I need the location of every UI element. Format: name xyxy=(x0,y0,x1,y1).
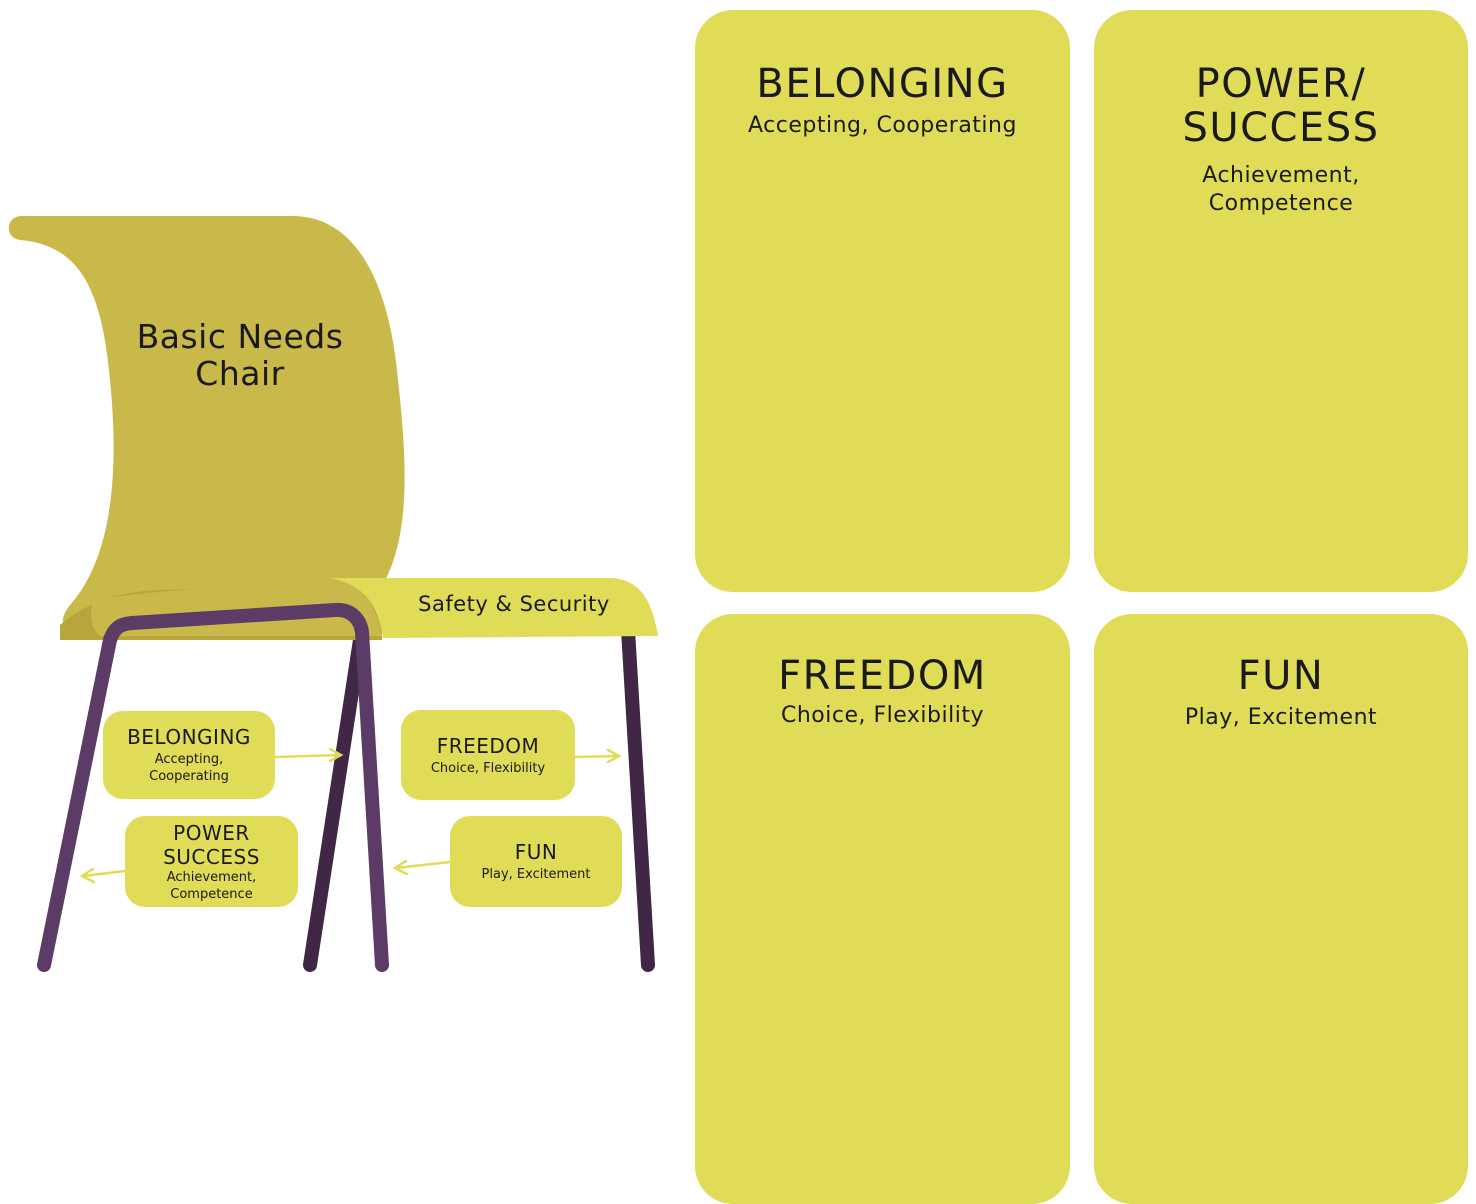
card-power: POWER/ SUCCESS Achievement, Competence xyxy=(1094,10,1468,592)
chair-leg-back-right xyxy=(621,623,655,972)
arrow-freedom xyxy=(573,748,622,764)
chair-title: Basic Needs Chair xyxy=(136,317,344,393)
chair-label-fun: FUN Play, Excitement xyxy=(450,816,622,907)
card-belonging-title: BELONGING xyxy=(756,61,1009,107)
card-fun-subtitle: Play, Excitement xyxy=(1184,705,1378,730)
arrow-belonging xyxy=(273,747,344,763)
card-belonging-subtitle: Accepting, Cooperating xyxy=(748,113,1017,138)
chair-label-belonging-subtitle: Accepting, Cooperating xyxy=(149,752,229,784)
basic-needs-chair-illustration xyxy=(8,216,658,972)
chair-label-fun-title: FUN xyxy=(514,840,558,864)
arrow-power xyxy=(79,867,127,884)
card-freedom-title: FREEDOM xyxy=(778,653,987,699)
chair-label-power-title: POWER SUCCESS xyxy=(163,820,260,869)
card-belonging: BELONGING Accepting, Cooperating xyxy=(695,10,1070,592)
chair-leg-back-left xyxy=(303,633,367,972)
chair-label-belonging: BELONGING Accepting, Cooperating xyxy=(103,711,275,799)
seat-label: Safety & Security xyxy=(418,592,610,616)
chair-seat xyxy=(330,578,658,638)
arrow-fun xyxy=(392,859,452,876)
chair-leg-front-frame xyxy=(37,602,389,972)
chair-label-freedom: FREEDOM Choice, Flexibility xyxy=(401,710,575,800)
card-fun: FUN Play, Excitement xyxy=(1094,614,1468,1204)
card-fun-title: FUN xyxy=(1237,653,1325,699)
card-power-subtitle: Achievement, Competence xyxy=(1202,163,1360,216)
chair-label-belonging-title: BELONGING xyxy=(127,725,251,749)
chair-label-freedom-subtitle: Choice, Flexibility xyxy=(430,760,546,776)
chair-label-power-subtitle: Achievement, Competence xyxy=(166,869,257,902)
card-freedom: FREEDOM Choice, Flexibility xyxy=(695,614,1070,1204)
card-freedom-subtitle: Choice, Flexibility xyxy=(781,703,984,728)
chair-label-fun-subtitle: Play, Excitement xyxy=(481,867,591,882)
chair-label-freedom-title: FREEDOM xyxy=(436,733,540,758)
card-power-title: POWER/ SUCCESS xyxy=(1182,61,1380,151)
chair-back xyxy=(8,216,405,629)
chair-label-power: POWER SUCCESS Achievement, Competence xyxy=(125,816,298,907)
